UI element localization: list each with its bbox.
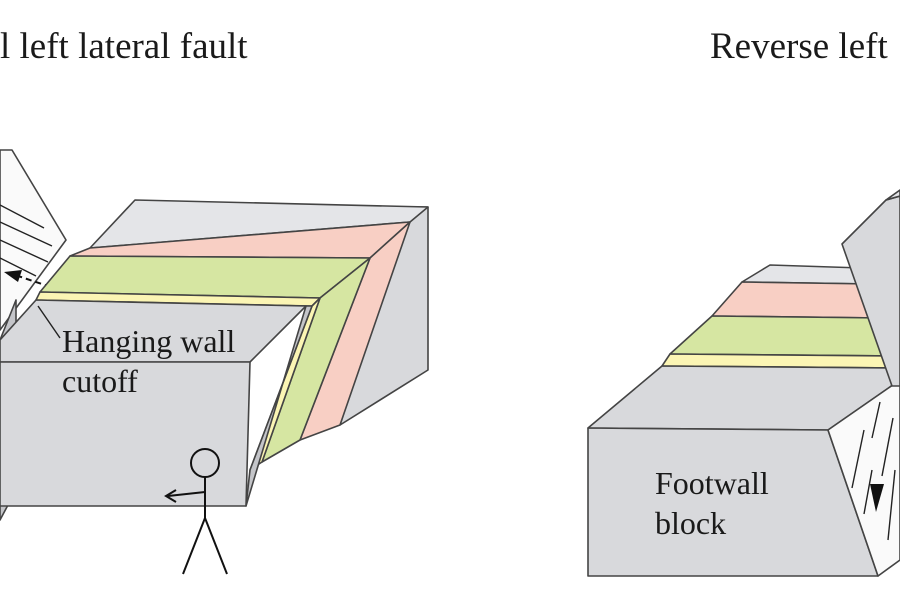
slip-arrow-icon bbox=[4, 270, 61, 291]
left-fault-striations bbox=[0, 204, 53, 277]
right-fault-striations bbox=[851, 401, 896, 541]
left-diagram-title: l left lateral fault bbox=[0, 26, 248, 67]
right-fault-plane bbox=[827, 379, 900, 577]
stick-figure-icon bbox=[164, 448, 228, 575]
right-layer-green-top bbox=[669, 315, 897, 357]
left-fault-block bbox=[0, 149, 429, 575]
hanging-wall-label-line1: Hanging wall bbox=[62, 323, 235, 359]
left-layer-green-top bbox=[39, 255, 371, 299]
right-diagram-title: Reverse left bbox=[710, 26, 888, 67]
right-upper-block-face bbox=[841, 195, 900, 387]
left-block-front-face bbox=[0, 361, 251, 507]
right-layer-yellow-top bbox=[661, 353, 900, 369]
footwall-label-line2: block bbox=[655, 505, 726, 541]
right-slip-arrow-icon bbox=[870, 484, 884, 512]
hanging-wall-label-line2: cutoff bbox=[62, 363, 138, 399]
right-upper-block-top bbox=[885, 189, 900, 201]
hanging-wall-leader bbox=[37, 305, 61, 339]
footwall-label-line1: Footwall bbox=[655, 465, 769, 501]
right-fault-block bbox=[587, 189, 900, 577]
left-fault-plane bbox=[0, 149, 67, 331]
